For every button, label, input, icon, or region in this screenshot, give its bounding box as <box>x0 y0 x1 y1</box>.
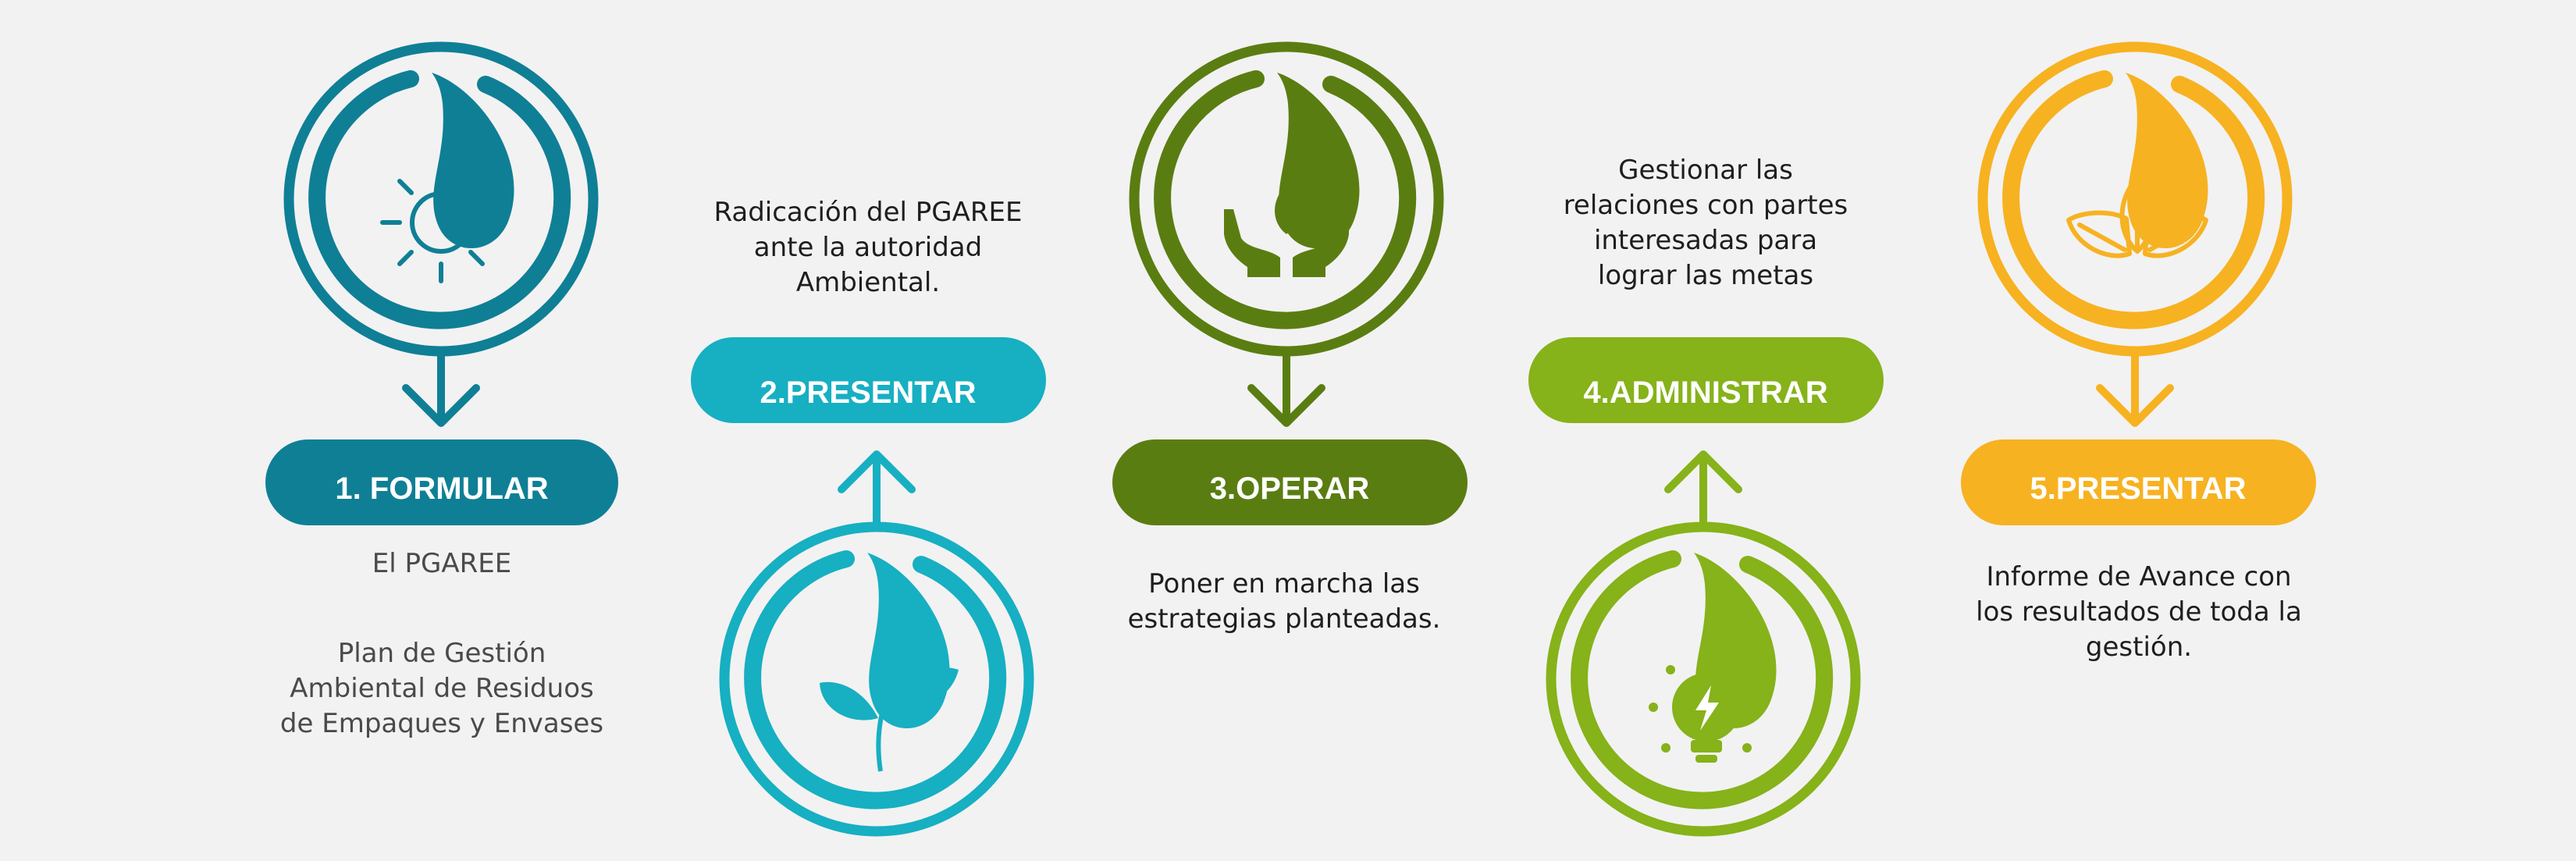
step-3-label: 3.OPERAR <box>1210 471 1370 506</box>
arrow-up-icon <box>838 450 916 527</box>
step-3-description: Poner en marcha las estrategias plantead… <box>1127 568 1441 635</box>
step-5-emblem <box>1977 41 2293 427</box>
step-1-pill: 1. FORMULAR <box>265 439 618 525</box>
step-4-pill: 4.ADMINISTRAR <box>1528 337 1884 423</box>
step-4-label: 4.ADMINISTRAR <box>1583 375 1827 410</box>
step-4-description: Gestionar las relaciones con partes inte… <box>1563 155 1848 291</box>
leaves-icon <box>2066 176 2208 258</box>
step-5-label: 5.PRESENTAR <box>2030 471 2246 506</box>
arrow-down-icon <box>402 351 480 427</box>
step-3-pill: 3.OPERAR <box>1112 439 1468 525</box>
arrow-down-icon <box>1247 351 1325 427</box>
step-2-label: 2.PRESENTAR <box>760 375 976 410</box>
step-3-emblem <box>1129 41 1444 427</box>
lightbulb-energy-icon <box>1649 653 1764 763</box>
step-4-emblem <box>1546 450 1861 837</box>
step-1-label: 1. FORMULAR <box>335 471 548 506</box>
arrow-down-icon <box>2096 351 2174 427</box>
step-1-subtitle: El PGAREE <box>372 548 512 579</box>
step-1-description: Plan de Gestión Ambiental de Residuos de… <box>279 638 604 739</box>
hands-leaf-icon <box>1224 186 1349 277</box>
arrow-up-icon <box>1664 450 1742 527</box>
step-2-emblem <box>719 450 1034 837</box>
sun-icon <box>380 162 502 283</box>
step-2-description: Radicación del PGAREE ante la autoridad … <box>713 197 1023 298</box>
step-2-pill: 2.PRESENTAR <box>691 337 1046 423</box>
step-1-emblem <box>283 41 599 427</box>
step-5-description: Informe de Avance con los resultados de … <box>1976 561 2302 663</box>
sprout-icon <box>820 628 959 772</box>
step-5-pill: 5.PRESENTAR <box>1961 439 2316 525</box>
